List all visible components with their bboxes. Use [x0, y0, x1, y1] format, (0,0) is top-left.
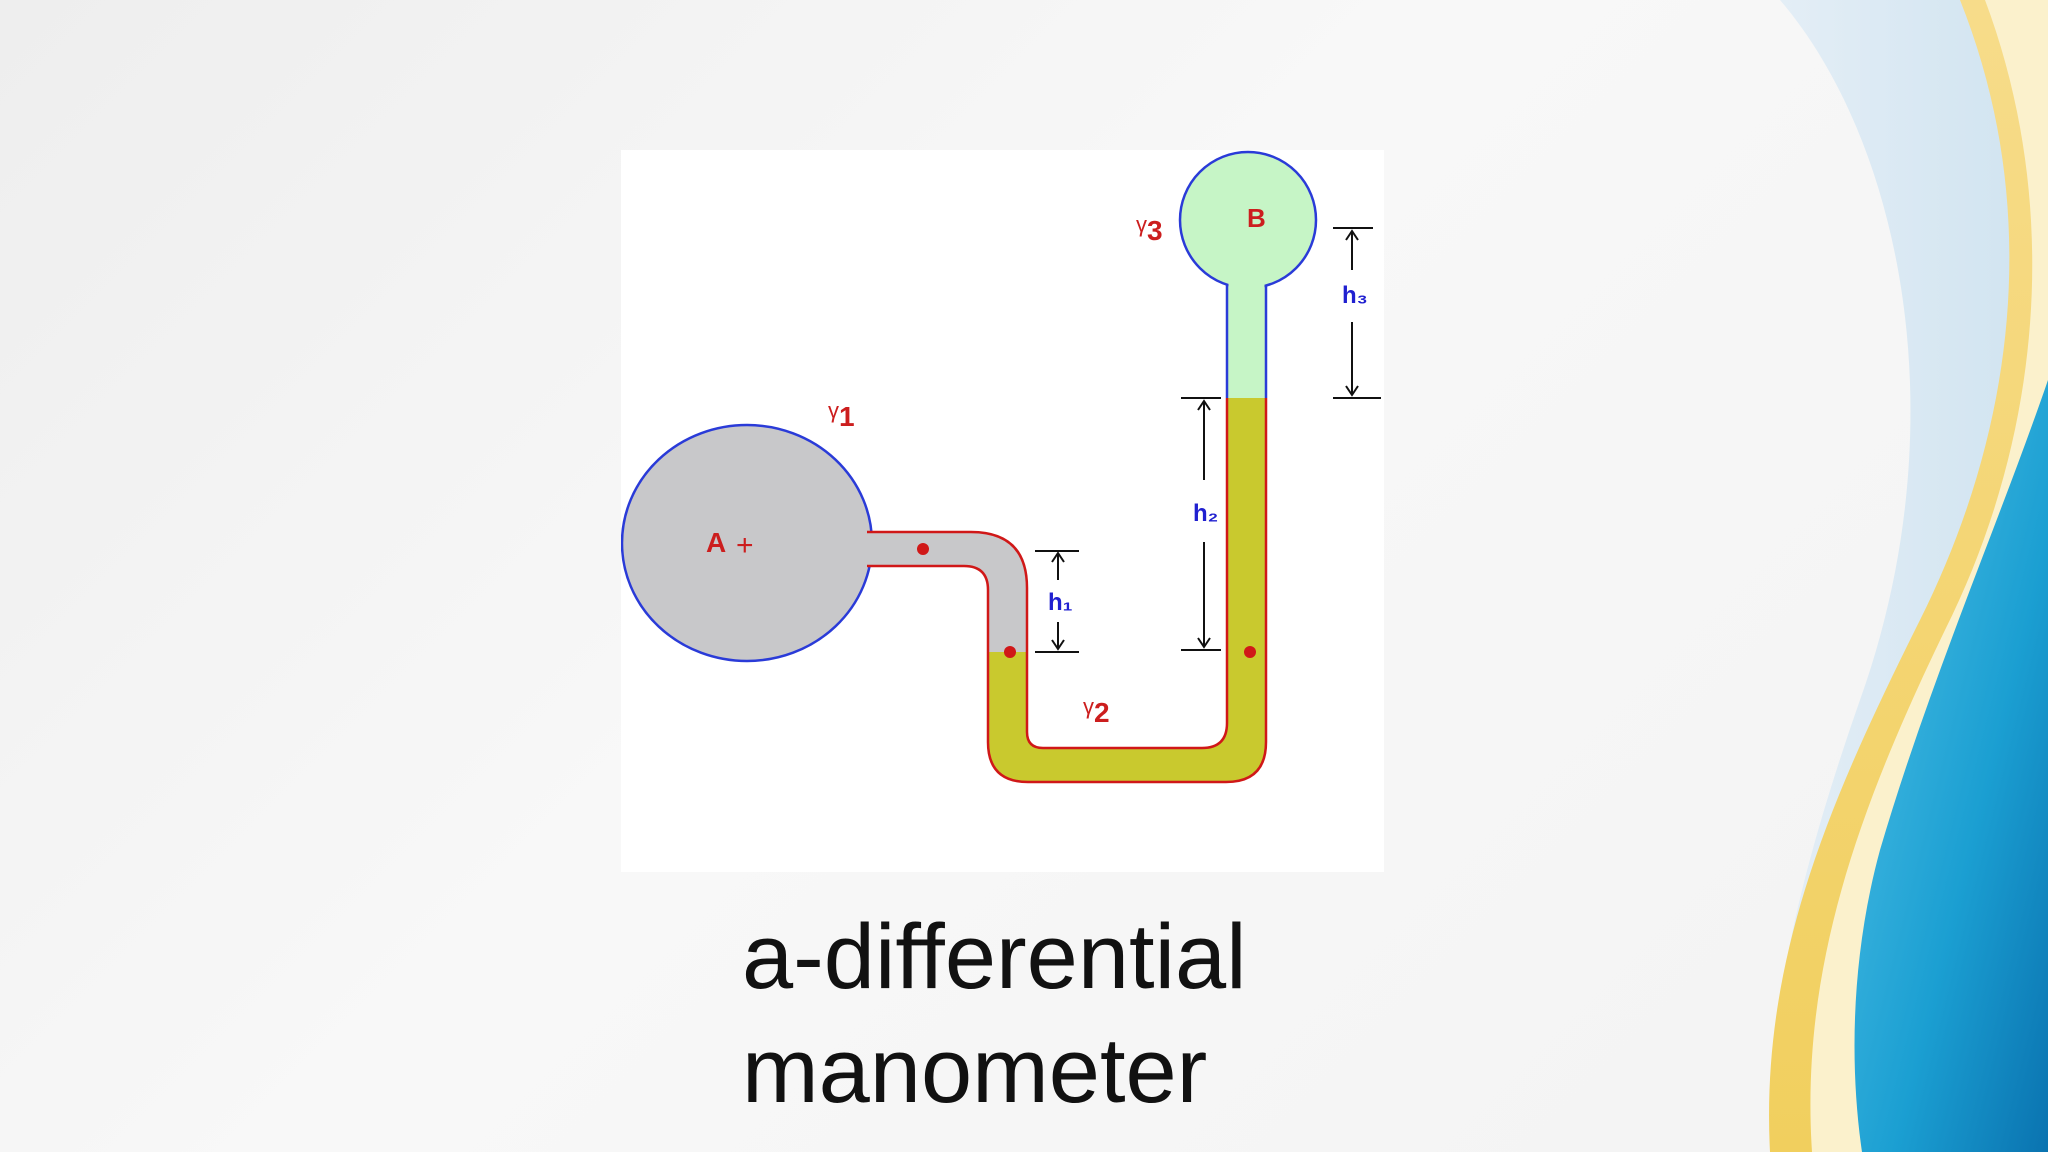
h3-label: h₃: [1342, 282, 1368, 309]
point-left-leg: [1004, 646, 1016, 658]
caption: a-differential manometer: [742, 900, 1342, 1128]
vessel-a-label: A: [706, 527, 726, 558]
tube-gray-section: [867, 532, 1027, 652]
h2-dimension: [1181, 397, 1221, 651]
caption-line-1: a-differential: [742, 906, 1247, 1008]
manometer-figure: h₁ h₂ h₃ A +: [621, 150, 1384, 872]
h1-label: h₁: [1048, 589, 1073, 616]
point-right-leg: [1244, 646, 1256, 658]
tube-outline-upper: [867, 530, 1029, 652]
vessel-b-neck: [1228, 275, 1265, 295]
h3-dimension: [1333, 227, 1381, 399]
h1-dimension: [1035, 550, 1079, 653]
plus-symbol: +: [736, 529, 754, 562]
tube-outline-u-inner: [1025, 398, 1229, 750]
tube-green-section: [1227, 280, 1266, 398]
gamma-2-label: γ2: [1083, 694, 1110, 728]
tube-outline-u-outer: [986, 398, 1268, 784]
caption-line-2: manometer: [742, 1020, 1208, 1122]
gamma-1-label: γ1: [828, 398, 855, 432]
tube-olive-section: [988, 398, 1266, 782]
gamma-3-label: γ3: [1136, 212, 1163, 246]
point-a-tube: [917, 543, 929, 555]
vessel-b-label: B: [1247, 203, 1266, 233]
blue-wave: [1854, 380, 2048, 1152]
h2-label: h₂: [1193, 500, 1218, 527]
tube-outline-inner: [867, 564, 990, 652]
manometer-diagram: h₁ h₂ h₃ A +: [621, 150, 1381, 784]
